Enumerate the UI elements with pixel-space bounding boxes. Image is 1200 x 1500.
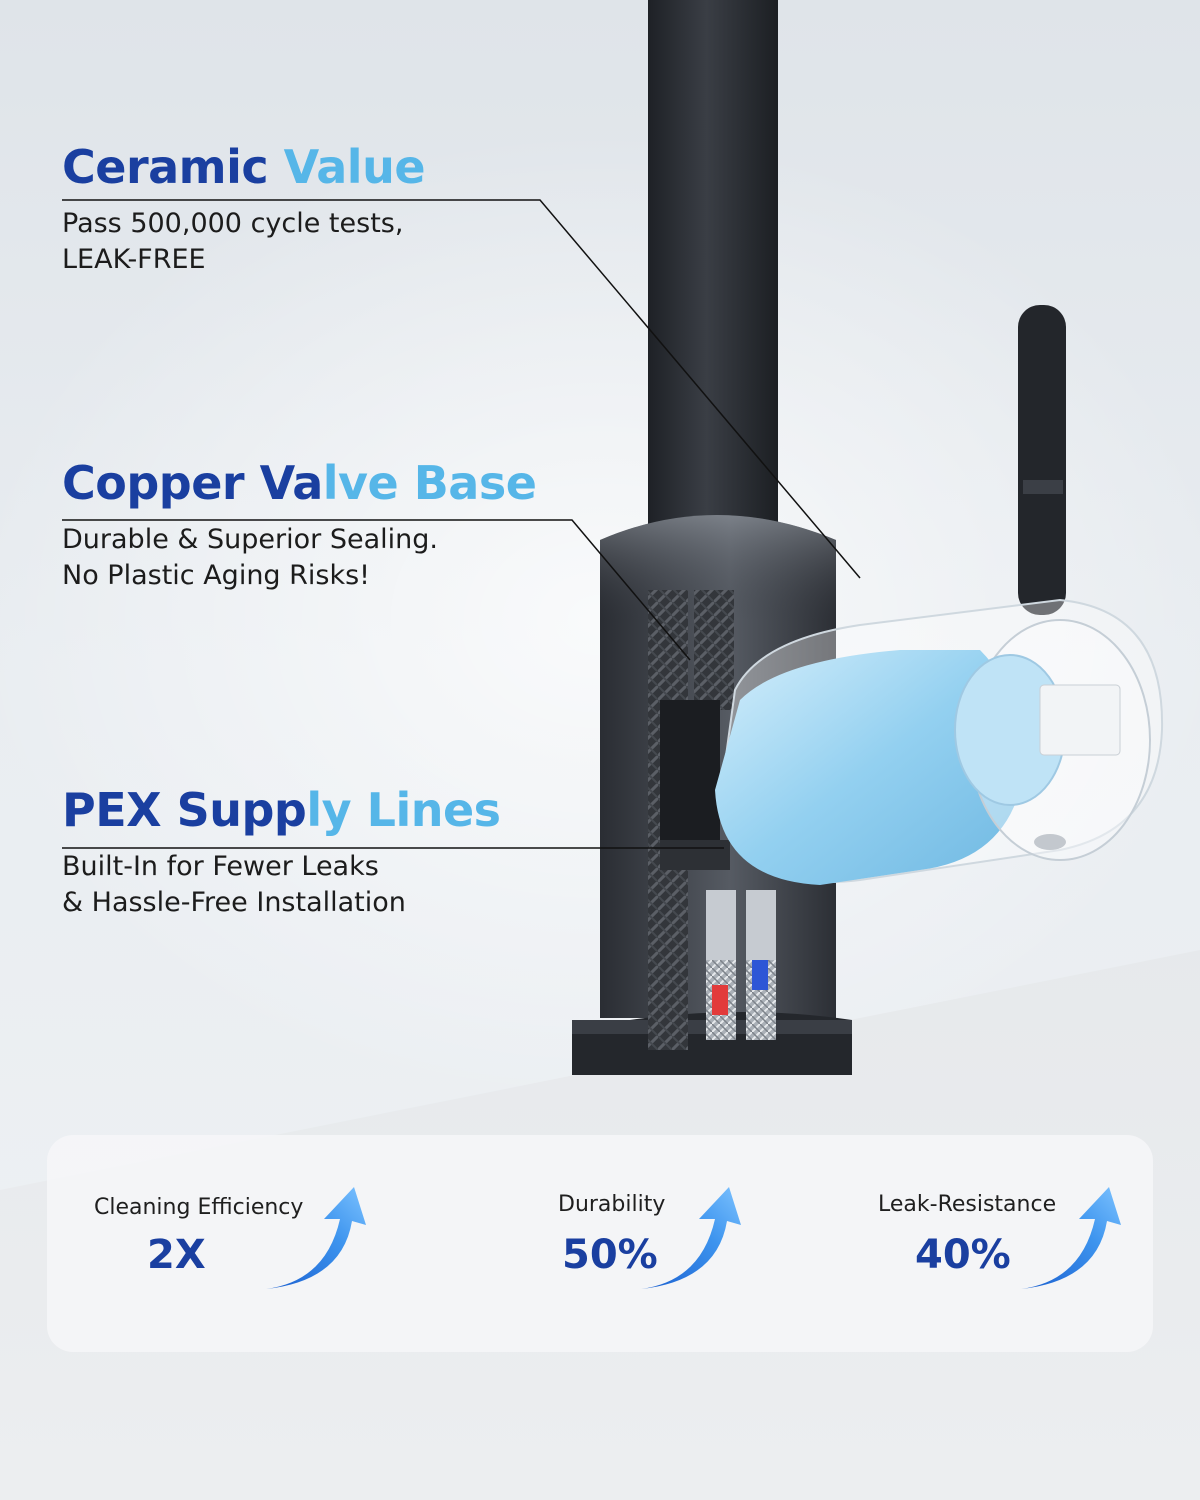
feature-title: Ceramic Value	[62, 140, 426, 194]
stat-leak-resistance: Leak-Resistance 40%	[847, 1135, 1147, 1352]
stat-durability: Durability 50%	[507, 1135, 787, 1352]
feature-description-line1: Built-In for Fewer Leaks	[62, 851, 379, 882]
feature-copper-valve-base: Copper Valve Base Durable & Superior Sea…	[62, 456, 537, 594]
feature-title-part2: Value	[283, 140, 426, 194]
stat-value: 40%	[915, 1232, 1011, 1278]
feature-title-part2: ly Lines	[306, 783, 501, 837]
feature-description: Durable & Superior Sealing. No Plastic A…	[62, 522, 536, 594]
feature-description-line1: Durable & Superior Sealing.	[62, 524, 438, 555]
feature-description-line2: LEAK-FREE	[62, 244, 206, 275]
stat-value: 2X	[147, 1232, 206, 1278]
stat-cleaning-efficiency: Cleaning Efficiency 2X	[47, 1135, 407, 1352]
feature-title-part2: lve Base	[322, 456, 537, 510]
feature-description-line2: & Hassle-Free Installation	[62, 887, 406, 918]
feature-description-line2: No Plastic Aging Risks!	[62, 560, 371, 591]
feature-pex-supply-lines: PEX Supply Lines Built-In for Fewer Leak…	[62, 783, 501, 921]
feature-title-part1: PEX Supp	[62, 783, 307, 837]
feature-title-part1: Copper Va	[62, 456, 323, 510]
stat-value: 50%	[562, 1232, 658, 1278]
stat-label: Leak-Resistance	[878, 1192, 1057, 1217]
feature-title: Copper Valve Base	[62, 456, 537, 510]
feature-title-part1: Ceramic	[62, 140, 284, 194]
up-arrow-icon	[641, 1187, 741, 1289]
feature-description: Built-In for Fewer Leaks & Hassle-Free I…	[62, 849, 501, 921]
stats-panel: Cleaning Efficiency 2X Durability 50% Le…	[47, 1135, 1153, 1352]
feature-description-line1: Pass 500,000 cycle tests,	[62, 208, 404, 239]
up-arrow-icon	[266, 1187, 366, 1289]
feature-ceramic-valve: Ceramic Value Pass 500,000 cycle tests, …	[62, 140, 426, 278]
up-arrow-icon	[1021, 1187, 1121, 1289]
feature-description: Pass 500,000 cycle tests, LEAK-FREE	[62, 206, 425, 278]
stat-label: Durability	[558, 1192, 666, 1217]
feature-title: PEX Supply Lines	[62, 783, 501, 837]
stat-label: Cleaning Efficiency	[94, 1195, 304, 1220]
